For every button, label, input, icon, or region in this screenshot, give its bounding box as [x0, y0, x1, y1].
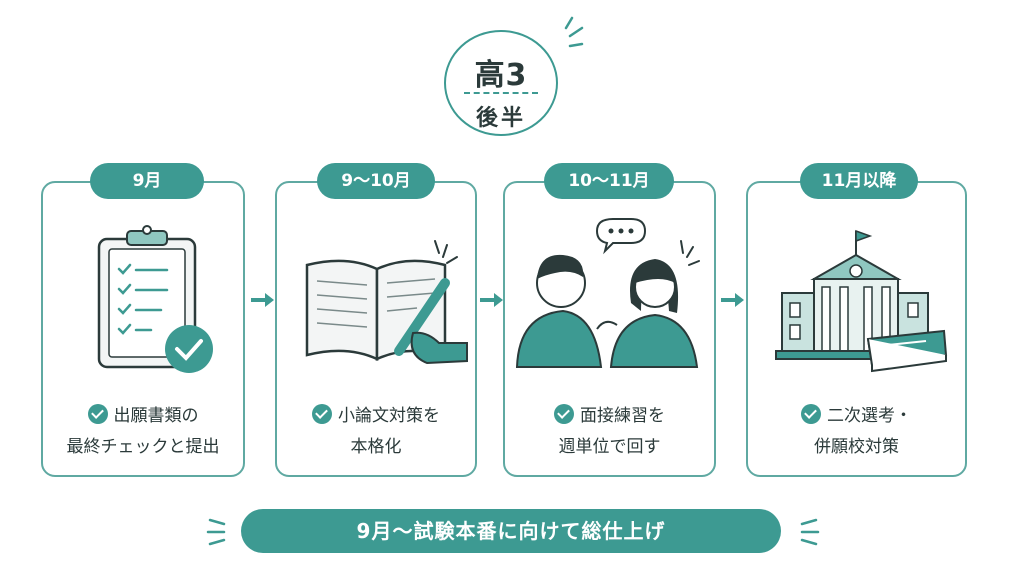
- badge-term: 後半: [475, 106, 526, 131]
- card-line1: 出願書類の: [113, 406, 199, 426]
- check-icon: [554, 404, 574, 424]
- check-icon: [312, 404, 332, 424]
- open-book-pen-icon: [305, 240, 468, 365]
- badge-grade: 高3: [474, 58, 528, 93]
- card-line1: 二次選考・: [827, 406, 912, 426]
- card-label-nov-later: 11月以降: [800, 163, 918, 199]
- card-text: 小論文対策を 本格化: [277, 401, 475, 463]
- check-icon: [801, 404, 821, 424]
- emphasis-lines-left-icon: [206, 518, 226, 546]
- emphasis-lines-right-icon: [800, 518, 820, 546]
- card-label-sep: 9月: [90, 163, 204, 199]
- interview-students-icon: [515, 218, 700, 368]
- period-badge: 高3 後半: [444, 30, 558, 136]
- timeline-card-sep-oct: 小論文対策を 本格化: [275, 181, 477, 477]
- summary-banner: 9月～試験本番に向けて総仕上げ: [241, 509, 781, 553]
- card-label-oct-nov: 10～11月: [544, 163, 674, 199]
- card-label-sep-oct: 9～10月: [317, 163, 435, 199]
- card-line2: 併願校対策: [814, 437, 899, 457]
- check-icon: [87, 404, 108, 424]
- arrow-right-icon: [480, 293, 503, 307]
- card-line2: 週単位で回す: [558, 437, 661, 457]
- arrow-right-icon: [251, 293, 274, 307]
- card-line2: 本格化: [350, 437, 402, 457]
- badge-divider: [464, 92, 538, 94]
- timeline-card-sep: 出願書類の 最終チェックと提出: [41, 181, 245, 477]
- card-text: 出願書類の 最終チェックと提出: [43, 401, 243, 463]
- clipboard-check-icon: [97, 225, 213, 373]
- card-line1: 面接練習を: [580, 406, 665, 426]
- university-building-icon: [775, 229, 948, 373]
- arrow-right-icon: [721, 293, 744, 307]
- timeline-card-nov-later: 二次選考・ 併願校対策: [746, 181, 967, 477]
- card-line2: 最終チェックと提出: [66, 437, 220, 457]
- card-line1: 小論文対策を: [338, 406, 440, 426]
- card-text: 二次選考・ 併願校対策: [748, 401, 965, 463]
- card-text: 面接練習を 週単位で回す: [505, 401, 714, 463]
- timeline-card-oct-nov: 面接練習を 週単位で回す: [503, 181, 716, 477]
- sparkle-icon: [564, 16, 584, 48]
